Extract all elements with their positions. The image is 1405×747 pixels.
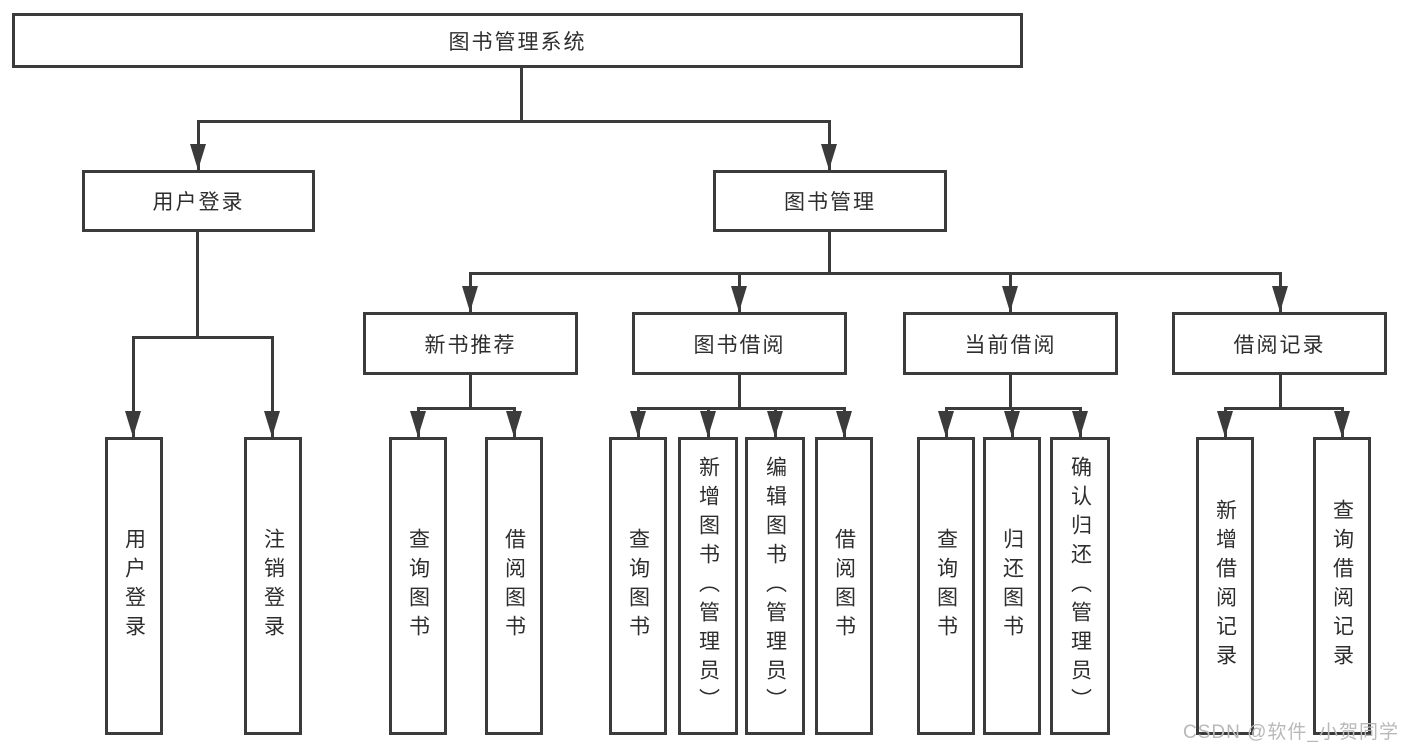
connector-stub: [1279, 375, 1282, 410]
node-borrow-record: 借阅记录: [1172, 312, 1387, 375]
arrow-down-icon: [938, 411, 954, 437]
leaf-query-book-3: 查询图书: [917, 437, 975, 735]
arrow-down-icon: [700, 411, 716, 437]
arrow-down-icon: [1002, 286, 1018, 312]
node-user-login: 用户登录: [82, 170, 315, 232]
connector-rail: [637, 407, 846, 410]
arrow-down-icon: [1072, 411, 1088, 437]
leaf-confirm-return-admin: 确认归还（管理员）: [1050, 437, 1110, 735]
arrow-down-icon: [1272, 286, 1288, 312]
arrow-down-icon: [1004, 411, 1020, 437]
arrow-down-icon: [1334, 411, 1350, 437]
node-current-borrow: 当前借阅: [903, 312, 1118, 375]
connector-rail: [1224, 407, 1344, 410]
arrow-down-icon: [462, 286, 478, 312]
arrow-down-icon: [125, 411, 141, 437]
leaf-borrow-book-1: 借阅图书: [485, 437, 543, 735]
node-book-management: 图书管理: [713, 170, 947, 232]
node-root: 图书管理系统: [12, 13, 1023, 68]
arrow-down-icon: [836, 411, 852, 437]
arrow-down-icon: [190, 144, 206, 170]
node-new-book-recommend: 新书推荐: [363, 312, 578, 375]
connector-root-stub: [520, 68, 523, 122]
connector-level2-rail: [197, 120, 831, 123]
connector-level3-rail: [469, 272, 1282, 275]
node-book-borrow: 图书借阅: [632, 312, 847, 375]
leaf-logout: 注销登录: [244, 437, 302, 735]
arrow-down-icon: [264, 411, 280, 437]
connector-drop: [132, 336, 135, 437]
leaf-edit-book-admin: 编辑图书（管理员）: [745, 437, 805, 735]
arrow-down-icon: [731, 286, 747, 312]
connector-user-login-stub: [196, 232, 199, 339]
leaf-borrow-book-2: 借阅图书: [815, 437, 873, 735]
connector-stub: [1009, 375, 1012, 410]
connector-drop: [271, 336, 274, 437]
arrow-down-icon: [410, 411, 426, 437]
leaf-query-book-1: 查询图书: [389, 437, 447, 735]
leaf-add-borrow-record: 新增借阅记录: [1196, 437, 1254, 735]
connector-stub: [469, 375, 472, 410]
arrow-down-icon: [1217, 411, 1233, 437]
arrow-down-icon: [630, 411, 646, 437]
arrow-down-icon: [767, 411, 783, 437]
connector-stub: [738, 375, 741, 410]
connector-user-login-rail: [132, 336, 274, 339]
leaf-return-book: 归还图书: [983, 437, 1041, 735]
leaf-query-book-2: 查询图书: [609, 437, 667, 735]
leaf-add-book-admin: 新增图书（管理员）: [678, 437, 738, 735]
arrow-down-icon: [821, 144, 837, 170]
connector-book-mgmt-stub: [828, 232, 831, 275]
csdn-watermark: CSDN @软件_小贺同学: [1183, 722, 1399, 743]
arrow-down-icon: [506, 411, 522, 437]
connector-rail: [417, 407, 516, 410]
leaf-user-login: 用户登录: [105, 437, 163, 735]
leaf-query-borrow-record: 查询借阅记录: [1313, 437, 1371, 735]
